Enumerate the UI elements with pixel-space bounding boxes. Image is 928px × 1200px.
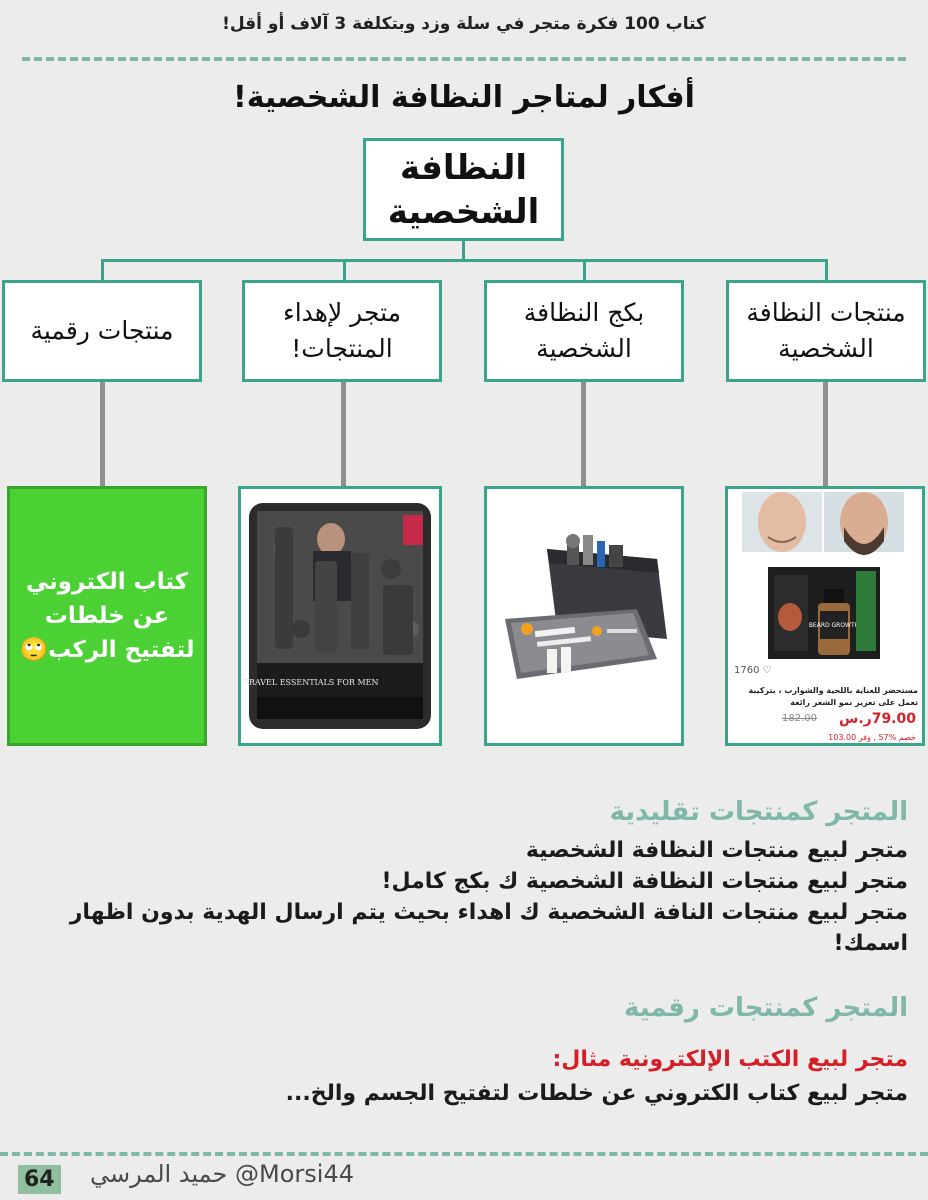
branch-drop-4 <box>101 259 104 281</box>
kit-label: TRAVEL ESSENTIALS FOR MEN <box>243 678 378 687</box>
product-name: مستحضر للعناية باللحية والشوارب ، بتركيب… <box>732 685 918 709</box>
author-credit: حميد المرسي @Morsi44 <box>90 1160 354 1188</box>
branch-drop-1 <box>825 259 828 281</box>
digital-example-line: متجر لبيع الكتب الإلكترونية مثال: <box>28 1044 908 1075</box>
digital-book-card: كتاب الكتروني عن خلطات لتفتيح الركب🙄 <box>7 486 207 746</box>
traditional-line: متجر لبيع منتجات النظافة الشخصية <box>18 835 908 866</box>
root-connector <box>462 241 465 261</box>
branch-drop-3 <box>343 259 346 281</box>
image-connector-4 <box>100 382 105 486</box>
page-title: أفكار لمتاجر النظافة الشخصية! <box>0 80 928 115</box>
beard-product-image: BEARD GROWTH <box>728 489 922 659</box>
traditional-line: متجر لبيع منتجات النظافة الشخصية ك بكج ك… <box>18 866 908 897</box>
category-line-2: المنتجات! <box>283 331 401 367</box>
digital-line: متجر لبيع كتاب الكتروني عن خلطات لتفتيح … <box>28 1078 908 1109</box>
product-discount: خصم %57 , وفر 103.00 <box>828 733 916 742</box>
branch-line <box>101 259 828 262</box>
beard-label: BEARD GROWTH <box>809 622 859 629</box>
category-box-hygiene-products: منتجات النظافة الشخصية <box>726 280 926 382</box>
category-line-1: منتجات النظافة <box>746 295 905 331</box>
toiletry-bag-image <box>487 489 681 743</box>
beard-product-card: BEARD GROWTH 1760 ♡ مستحضر للعناية باللح… <box>725 486 925 746</box>
section-heading-traditional: المتجر كمنتجات تقليدية <box>28 797 908 827</box>
section-heading-digital: المتجر كمنتجات رقمية <box>28 993 908 1023</box>
category-box-gifting: متجر لإهداء المنتجات! <box>242 280 442 382</box>
image-connector-3 <box>341 382 346 486</box>
root-line-1: النظافة <box>388 146 540 190</box>
root-line-2: الشخصية <box>388 190 540 234</box>
product-price: 79.00ر.س <box>839 711 916 727</box>
tree-root-box: النظافة الشخصية <box>363 138 564 241</box>
category-line-1: متجر لإهداء <box>283 295 401 331</box>
category-box-digital: منتجات رقمية <box>2 280 202 382</box>
eye-roll-emoji-icon: 🙄 <box>19 637 48 663</box>
category-line-2: الشخصية <box>746 331 905 367</box>
image-connector-2 <box>581 382 586 486</box>
branch-drop-2 <box>583 259 586 281</box>
digital-card-line-3: لتفتيح الركب🙄 <box>19 633 194 667</box>
travel-kit-image: TRAVEL ESSENTIALS FOR MEN <box>241 489 439 743</box>
like-count: 1760 ♡ <box>734 665 772 676</box>
page-number: 64 <box>18 1165 61 1194</box>
digital-card-line-1: كتاب الكتروني <box>19 565 194 599</box>
book-title: كتاب 100 فكرة متجر في سلة وزد وبتكلفة 3 … <box>0 14 928 34</box>
category-line-1: بكج النظافة <box>524 295 644 331</box>
category-line-1: منتجات رقمية <box>30 313 173 349</box>
category-box-hygiene-package: بكج النظافة الشخصية <box>484 280 684 382</box>
travel-kit-image-frame: TRAVEL ESSENTIALS FOR MEN <box>238 486 442 746</box>
product-old-price: 182.00 <box>782 713 817 724</box>
digital-card-line-2: عن خلطات <box>19 599 194 633</box>
category-line-2: الشخصية <box>524 331 644 367</box>
image-connector-1 <box>823 382 828 486</box>
toiletry-bag-image-frame <box>484 486 684 746</box>
traditional-line: متجر لبيع منتجات النافة الشخصية ك اهداء … <box>18 897 908 959</box>
footer-divider <box>0 1152 928 1156</box>
header-divider <box>22 57 906 61</box>
traditional-lines: متجر لبيع منتجات النظافة الشخصية متجر لب… <box>18 835 908 959</box>
